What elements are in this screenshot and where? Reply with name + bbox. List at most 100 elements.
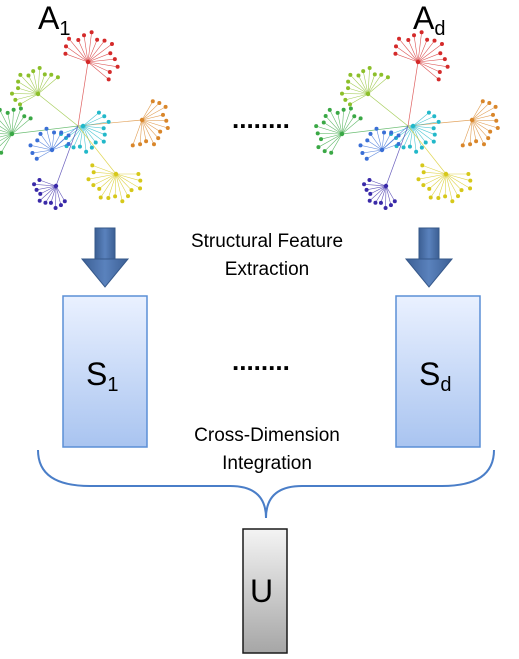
graph-edge — [469, 119, 473, 145]
graph-node — [348, 106, 353, 111]
graph-edge — [347, 87, 369, 95]
graph-edge — [366, 185, 387, 191]
graph-node — [432, 114, 437, 119]
graph-node — [388, 203, 393, 208]
graph-node — [13, 97, 18, 102]
graph-node — [112, 57, 117, 62]
graph-node — [32, 182, 37, 187]
graph-edge — [445, 173, 462, 191]
graph-node — [383, 205, 388, 210]
graph-node — [469, 117, 475, 123]
graph-node — [66, 141, 71, 146]
graph-node — [415, 59, 421, 65]
graph-node — [71, 145, 76, 150]
graph-edge — [82, 125, 104, 129]
graph-edge — [100, 173, 117, 198]
graph-edge — [11, 118, 31, 135]
graph-edge — [430, 173, 447, 198]
structure-label-s1: S1 — [86, 356, 119, 396]
graph-edge — [17, 87, 39, 95]
graph-edge — [367, 74, 382, 95]
graph-node — [18, 106, 23, 111]
graph-node — [460, 143, 465, 148]
graph-edge — [412, 125, 423, 148]
down-arrow-left — [80, 227, 130, 288]
graph-edge — [0, 133, 13, 153]
graph-node — [95, 37, 100, 42]
graph-node — [416, 177, 421, 182]
graph-node — [358, 143, 363, 148]
graph-edge — [417, 40, 435, 63]
graph-node — [35, 138, 40, 143]
graph-node — [436, 77, 441, 82]
graph-edge — [37, 74, 46, 95]
graph-node — [450, 199, 455, 204]
graph-edge — [471, 102, 490, 121]
graph-node — [494, 118, 499, 123]
graph-edge — [444, 173, 447, 197]
graph-node — [319, 137, 324, 142]
graph-edge — [471, 106, 496, 121]
graph-node — [439, 41, 444, 46]
graph-edge — [82, 125, 87, 152]
graph-node — [126, 194, 131, 199]
graph-node — [37, 66, 42, 71]
graph-edge — [347, 81, 369, 95]
graph-edge — [82, 121, 109, 127]
graph-edge — [37, 74, 52, 95]
graph-edge — [45, 185, 57, 203]
graph-node — [373, 200, 378, 205]
graph-edge — [385, 185, 392, 206]
graph-edge — [0, 133, 13, 135]
graph-node — [468, 178, 473, 183]
graph-edge — [20, 74, 39, 95]
graph-node — [346, 86, 351, 91]
structure-box-sd — [395, 295, 481, 448]
graph-edge — [82, 115, 105, 127]
graph-node — [63, 44, 68, 49]
graph-node — [495, 126, 500, 131]
graph-link — [407, 61, 419, 127]
graph-edge — [19, 93, 39, 105]
graph-node — [138, 142, 143, 147]
graph-node — [0, 150, 4, 155]
graph-edge — [471, 119, 489, 139]
graph-node — [42, 72, 47, 77]
graph-link — [55, 125, 79, 187]
graph-node — [55, 75, 60, 80]
network-graph-a1 — [0, 30, 170, 210]
graph-edge — [37, 77, 59, 95]
graph-node — [431, 126, 436, 131]
graph-edge — [329, 109, 343, 135]
graph-edge — [445, 173, 471, 189]
graph-edge — [367, 77, 389, 95]
graph-node — [374, 126, 379, 131]
graph-edge — [337, 112, 343, 135]
graph-edge — [471, 119, 497, 122]
graph-edge — [46, 128, 53, 151]
graph-node — [67, 36, 72, 41]
graph-node — [358, 116, 363, 121]
graph-node — [466, 172, 471, 176]
graph-edge — [403, 125, 414, 148]
graph-node — [490, 112, 495, 117]
graph-edge — [380, 185, 387, 203]
graph-node — [0, 107, 2, 112]
graph-node — [348, 72, 353, 77]
graph-edge — [376, 128, 383, 151]
graph-edge — [32, 71, 39, 95]
graph-edge — [417, 43, 443, 63]
graph-node — [316, 145, 321, 150]
graph-node — [396, 141, 401, 146]
graph-edge — [32, 149, 53, 154]
graph-node — [438, 51, 443, 56]
graph-edge — [367, 68, 370, 95]
graph-node — [436, 119, 441, 124]
graph-edge — [40, 133, 53, 151]
graph-edge — [385, 185, 396, 202]
graph-node — [443, 171, 449, 177]
graph-node — [364, 187, 369, 192]
graph-node — [34, 156, 39, 161]
graph-edge — [141, 114, 164, 121]
graph-node — [53, 183, 59, 189]
